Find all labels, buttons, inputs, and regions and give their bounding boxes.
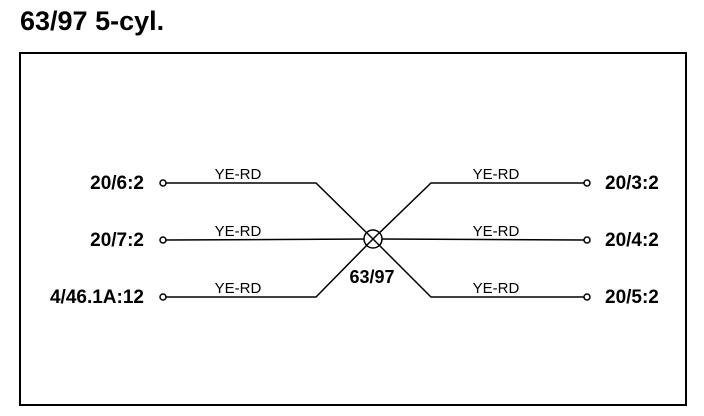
wire — [372, 182, 584, 240]
connector-pin-icon — [159, 236, 167, 244]
connector-pin-icon — [583, 179, 591, 187]
pin-label: 20/5:2 — [605, 287, 659, 308]
left-connector-3: 4/46.1A:12 YE-RD — [50, 238, 374, 308]
wire-color-label: YE-RD — [473, 280, 520, 297]
wire — [372, 238, 584, 298]
diagram-frame — [19, 52, 687, 406]
connector-pin-icon — [159, 179, 167, 187]
wire — [166, 182, 374, 240]
pin-label: 20/4:2 — [605, 230, 659, 251]
pin-label: 20/3:2 — [605, 173, 659, 194]
pin-label: 20/7:2 — [90, 230, 144, 251]
wire — [372, 238, 585, 241]
right-connector-1: YE-RD 20/3:2 — [372, 166, 659, 240]
left-connector-1: 20/6:2 YE-RD — [90, 166, 374, 240]
connector-pin-icon — [583, 236, 591, 244]
connector-pin-icon — [159, 293, 167, 301]
right-connector-2: YE-RD 20/4:2 — [372, 223, 659, 251]
pin-label: 20/6:2 — [90, 173, 144, 194]
wire-color-label: YE-RD — [215, 166, 262, 183]
right-connector-3: YE-RD 20/5:2 — [372, 238, 659, 308]
wire-color-label: YE-RD — [215, 280, 262, 297]
splice-node: 63/97 — [349, 229, 395, 287]
wire-color-label: YE-RD — [473, 166, 520, 183]
connector-pin-icon — [583, 293, 591, 301]
wire-color-label: YE-RD — [473, 223, 520, 240]
wire-color-label: YE-RD — [215, 223, 262, 240]
pin-label: 4/46.1A:12 — [50, 287, 144, 308]
splice-label: 63/97 — [349, 267, 394, 287]
left-connector-2: 20/7:2 YE-RD — [90, 223, 374, 251]
wire — [165, 238, 374, 241]
page-title: 63/97 5-cyl. — [20, 6, 165, 36]
wire — [166, 238, 374, 298]
